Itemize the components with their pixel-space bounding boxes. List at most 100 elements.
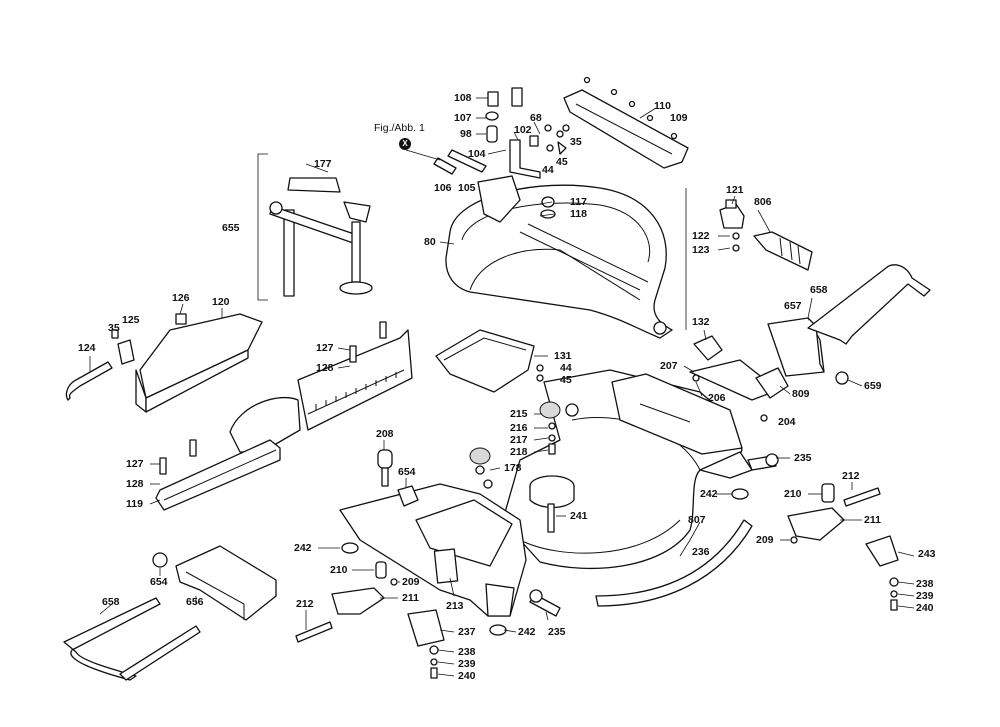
part-label-213: 213 bbox=[446, 600, 464, 612]
part-label-102: 102 bbox=[514, 124, 532, 136]
part-label-131: 131 bbox=[554, 350, 572, 362]
part-label-210-left: 210 bbox=[330, 564, 348, 576]
part-label-120: 120 bbox=[212, 296, 230, 308]
part-label-217: 217 bbox=[510, 434, 528, 446]
part-label-68: 68 bbox=[530, 112, 542, 124]
part-label-106: 106 bbox=[434, 182, 452, 194]
part-label-128-lower: 128 bbox=[126, 478, 144, 490]
part-label-45-top: 45 bbox=[556, 156, 568, 168]
part-label-237: 237 bbox=[458, 626, 476, 638]
upper-blade-guard bbox=[445, 175, 673, 339]
bracket-group bbox=[689, 335, 789, 422]
part-label-240-left: 240 bbox=[458, 670, 476, 682]
part-label-654-center: 654 bbox=[398, 466, 416, 478]
part-label-206: 206 bbox=[708, 392, 726, 404]
part-label-128-upper: 128 bbox=[316, 362, 334, 374]
bolts-105-106 bbox=[433, 149, 487, 175]
part-label-132: 132 bbox=[692, 316, 710, 328]
part-label-657: 657 bbox=[784, 300, 802, 312]
part-label-123: 123 bbox=[692, 244, 710, 256]
part-label-211-left: 211 bbox=[402, 592, 419, 604]
workpiece-clamp bbox=[257, 153, 373, 301]
part-label-239-right: 239 bbox=[916, 590, 934, 602]
part-label-105: 105 bbox=[458, 182, 476, 194]
part-label-659: 659 bbox=[864, 380, 882, 392]
part-label-240-right: 240 bbox=[916, 602, 934, 614]
knobs-and-fasteners bbox=[295, 401, 899, 679]
extension-120 bbox=[135, 313, 263, 413]
part-label-44-top: 44 bbox=[542, 164, 554, 176]
saw-base bbox=[339, 369, 753, 617]
bevel-scale-807 bbox=[595, 519, 753, 607]
part-label-655: 655 bbox=[222, 222, 240, 234]
part-label-242-left: 242 bbox=[294, 542, 312, 554]
part-label-126: 126 bbox=[172, 292, 190, 304]
part-label-107: 107 bbox=[454, 112, 472, 124]
part-label-235-bottom: 235 bbox=[548, 626, 566, 638]
figure-reference: Fig./Abb. 1 bbox=[374, 122, 425, 134]
part-label-242-right: 242 bbox=[700, 488, 718, 500]
part-label-212-left: 212 bbox=[296, 598, 314, 610]
part-label-104: 104 bbox=[468, 148, 486, 160]
part-label-656: 656 bbox=[186, 596, 204, 608]
part-label-177: 177 bbox=[314, 158, 332, 170]
part-label-109: 109 bbox=[670, 112, 688, 124]
part-label-110: 110 bbox=[654, 100, 671, 112]
part-label-806: 806 bbox=[754, 196, 772, 208]
part-label-658-left: 658 bbox=[102, 596, 120, 608]
washer-117-118 bbox=[540, 196, 556, 219]
fence-assembly bbox=[155, 321, 413, 511]
part-label-35-top: 35 bbox=[570, 136, 582, 148]
hex-key-124 bbox=[65, 329, 135, 401]
part-label-35-left: 35 bbox=[108, 322, 120, 334]
part-label-127-lower: 127 bbox=[126, 458, 144, 470]
part-label-207: 207 bbox=[660, 360, 678, 372]
part-label-654-left: 654 bbox=[150, 576, 168, 588]
part-label-209-right: 209 bbox=[756, 534, 774, 546]
part-label-125: 125 bbox=[122, 314, 140, 326]
part-label-809: 809 bbox=[792, 388, 810, 400]
part-label-118: 118 bbox=[570, 208, 587, 220]
part-label-98: 98 bbox=[460, 128, 472, 140]
part-label-658-right: 658 bbox=[810, 284, 828, 296]
part-label-211-right: 211 bbox=[864, 514, 881, 526]
part-label-236: 236 bbox=[692, 546, 710, 558]
part-label-215: 215 bbox=[510, 408, 528, 420]
left-support-assembly bbox=[63, 545, 277, 681]
part-label-119: 119 bbox=[126, 498, 143, 510]
part-label-124: 124 bbox=[78, 342, 96, 354]
leader-lines bbox=[89, 97, 915, 677]
part-label-239-left: 239 bbox=[458, 658, 476, 670]
part-label-208: 208 bbox=[376, 428, 394, 440]
part-label-121: 121 bbox=[726, 184, 744, 196]
handle-assembly bbox=[719, 199, 813, 271]
part-label-45-guard: 45 bbox=[560, 374, 572, 386]
part-label-235-right: 235 bbox=[794, 452, 812, 464]
part-label-178: 178 bbox=[504, 462, 522, 474]
part-label-44-guard: 44 bbox=[560, 362, 572, 374]
part-label-238-left: 238 bbox=[458, 646, 476, 658]
part-label-108: 108 bbox=[454, 92, 472, 104]
figure-marker-icon: X bbox=[399, 138, 411, 150]
part-label-209-left: 209 bbox=[402, 576, 420, 588]
part-label-241: 241 bbox=[570, 510, 588, 522]
part-label-80: 80 bbox=[424, 236, 436, 248]
extension-bar-right bbox=[767, 264, 931, 385]
part-label-212-right: 212 bbox=[842, 470, 860, 482]
part-label-204: 204 bbox=[778, 416, 796, 428]
part-label-117: 117 bbox=[570, 196, 587, 208]
bracket-104 bbox=[509, 139, 541, 179]
guard-131 bbox=[435, 329, 544, 393]
part-label-238-right: 238 bbox=[916, 578, 934, 590]
part-label-218: 218 bbox=[510, 446, 528, 458]
part-label-242-bottom: 242 bbox=[518, 626, 536, 638]
guard-cover-110 bbox=[563, 76, 689, 169]
part-label-210-right: 210 bbox=[784, 488, 802, 500]
part-label-122: 122 bbox=[692, 230, 710, 242]
part-label-807: 807 bbox=[688, 514, 706, 526]
part-label-216: 216 bbox=[510, 422, 528, 434]
screw-stack bbox=[485, 87, 570, 155]
part-label-243: 243 bbox=[918, 548, 936, 560]
part-label-127-upper: 127 bbox=[316, 342, 334, 354]
